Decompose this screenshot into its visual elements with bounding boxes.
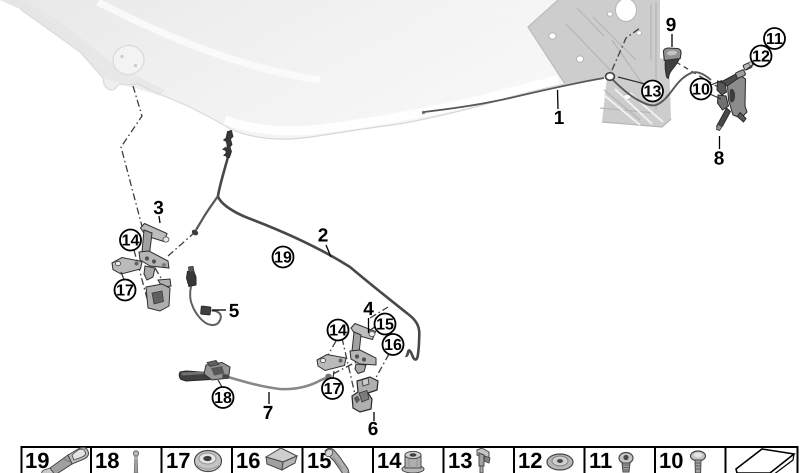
svg-text:11: 11	[766, 31, 783, 48]
svg-text:14: 14	[329, 323, 347, 340]
svg-text:17: 17	[116, 283, 134, 300]
svg-text:10: 10	[659, 448, 683, 473]
svg-text:4: 4	[363, 299, 374, 320]
svg-text:6: 6	[368, 419, 379, 440]
svg-text:14: 14	[377, 448, 402, 473]
svg-text:5: 5	[229, 301, 240, 322]
svg-text:3: 3	[153, 198, 164, 219]
svg-text:7: 7	[263, 403, 274, 424]
svg-text:16: 16	[236, 448, 260, 473]
svg-text:19: 19	[25, 448, 49, 473]
svg-text:12: 12	[518, 448, 542, 473]
svg-text:16: 16	[384, 337, 402, 354]
svg-text:14: 14	[122, 233, 140, 250]
svg-text:1: 1	[554, 108, 565, 129]
svg-text:15: 15	[376, 317, 394, 334]
svg-text:18: 18	[214, 390, 232, 407]
svg-text:9: 9	[666, 15, 677, 36]
svg-text:17: 17	[166, 448, 190, 473]
svg-text:18: 18	[95, 448, 119, 473]
svg-text:13: 13	[644, 84, 662, 101]
svg-text:10: 10	[692, 82, 710, 99]
svg-text:19: 19	[274, 250, 292, 267]
svg-text:17: 17	[324, 381, 342, 398]
svg-text:2: 2	[318, 226, 329, 247]
svg-text:12: 12	[752, 49, 770, 66]
svg-text:8: 8	[714, 149, 725, 170]
svg-text:13: 13	[448, 448, 472, 473]
svg-text:11: 11	[589, 448, 612, 473]
